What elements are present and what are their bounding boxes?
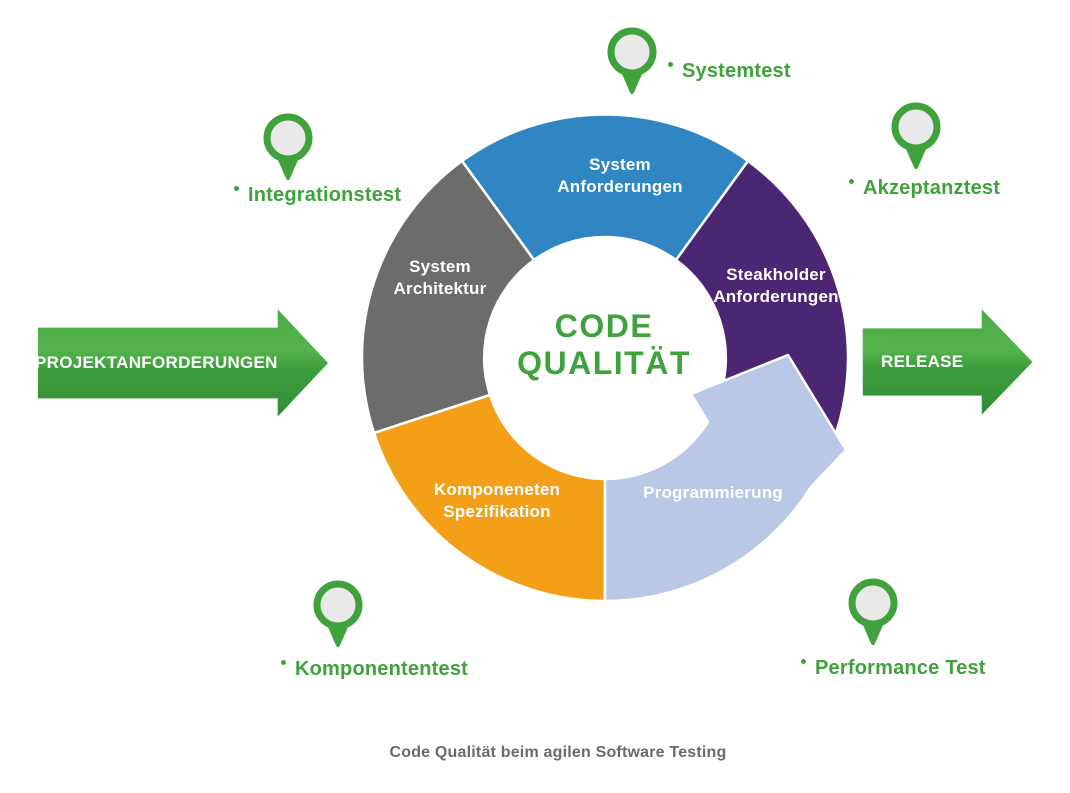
test-label-akzeptanztest: Akzeptanztest	[849, 175, 1000, 201]
release-arrow-label: RELEASE	[881, 352, 964, 371]
segment-label-programmierung: Programmierung	[643, 483, 783, 502]
segment-steakholder-anforderungen	[674, 159, 850, 435]
test-label-performance-test: Performance Test	[801, 655, 986, 681]
segment-label-system-architektur: System Architektur	[393, 257, 487, 298]
map-pin-icon-performance-test	[848, 578, 898, 645]
bullet-dot	[849, 178, 854, 184]
segment-label-komponeneten-spezifikation: Komponeneten Spezifikation	[433, 480, 561, 521]
center-title: CODE QUALITÄT	[517, 308, 691, 381]
test-label-text: Akzeptanztest	[863, 177, 1001, 199]
bullet-dot	[801, 658, 806, 664]
map-pin-icon-komponententest	[313, 580, 363, 647]
test-label-komponententest: Komponententest	[281, 656, 468, 682]
bullet-dot	[281, 659, 286, 665]
map-pin-icon-akzeptanztest	[891, 102, 941, 169]
test-label-text: Integrationstest	[248, 184, 402, 206]
segment-label-steakholder-anforderungen: Steakholder Anforderungen	[713, 265, 839, 306]
test-label-text: Performance Test	[815, 657, 986, 679]
bullet-dot	[234, 185, 239, 191]
test-label-systemtest: Systemtest	[668, 58, 791, 84]
input-arrow-label: PROJEKTANFORDERUNGEN	[35, 353, 278, 372]
caption: Code Qualität beim agilen Software Testi…	[389, 744, 727, 761]
test-label-text: Systemtest	[682, 60, 791, 82]
bullet-dot	[668, 61, 673, 67]
segment-system-architektur	[360, 159, 536, 435]
segment-system-anforderungen	[460, 113, 750, 262]
segment-label-system-anforderungen: System Anforderungen	[557, 155, 683, 196]
map-pin-icon-systemtest	[607, 27, 657, 94]
segment-programmierung-arrow	[603, 353, 848, 603]
test-label-integrationstest: Integrationstest	[234, 182, 401, 208]
test-label-text: Komponententest	[295, 658, 468, 680]
segment-komponeneten-spezifikation	[372, 393, 607, 603]
map-pin-icon-integrationstest	[263, 113, 313, 180]
